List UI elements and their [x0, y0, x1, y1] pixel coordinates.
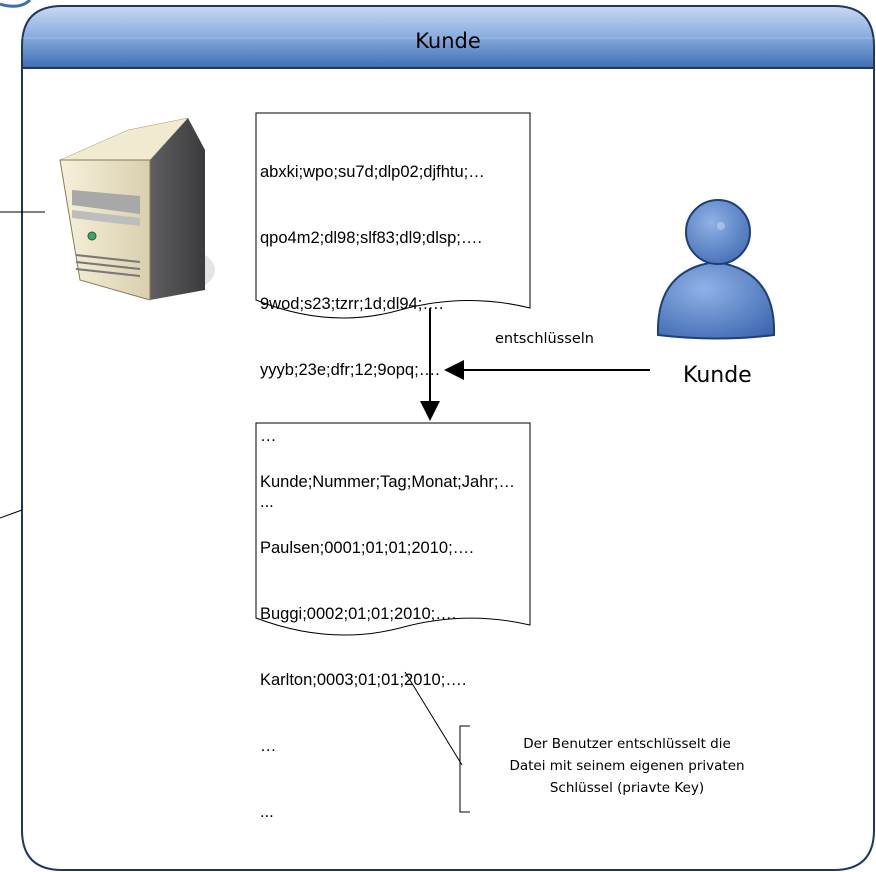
note-line: Der Benutzer entschlüsselt die [523, 736, 731, 752]
decrypted-line: ... [260, 803, 274, 821]
connector-line-bottom [0, 509, 23, 519]
decrypted-line: Buggi;0002;01;01;2010;…. [260, 605, 457, 623]
note-line: Datei mit seinem eigenen privaten [509, 758, 745, 774]
actor-label: Kunde [683, 363, 752, 388]
frame-header [21, 5, 875, 69]
decrypted-line: Kunde;Nummer;Tag;Monat;Jahr;… [260, 473, 515, 491]
encrypted-line: ... [260, 493, 274, 511]
encrypted-document-shape [255, 112, 531, 319]
frame-title: Kunde [415, 29, 481, 53]
encrypted-document-text: abxki;wpo;su7d;dlp02;djfhtu;… qpo4m2;dl9… [260, 117, 485, 535]
note-leader-line [404, 671, 463, 766]
decrypted-line: … [260, 737, 277, 755]
encrypted-line: … [260, 427, 277, 445]
decrypted-document-shape [255, 422, 531, 636]
encrypted-line: yyyb;23e;dfr;12;9opq;…. [260, 361, 440, 379]
decrypted-document-text: Kunde;Nummer;Tag;Monat;Jahr;… Paulsen;00… [260, 427, 515, 845]
decrypt-action-label: entschlüsseln [495, 331, 594, 347]
encrypted-line: qpo4m2;dl98;slf83;dl9;dlsp;…. [260, 229, 482, 247]
decrypted-line: Karlton;0003;01;01;2010;…. [260, 671, 467, 689]
encrypted-line: 9wod;s23;tzrr;1d;dl94;…. [260, 295, 444, 313]
decrypted-line: Paulsen;0001;01;01;2010;…. [260, 539, 474, 557]
corner-circle [0, 0, 32, 8]
server-icon [59, 117, 215, 301]
note-bracket [459, 725, 470, 813]
note-line: Schlüssel (priavte Key) [549, 780, 705, 796]
note-text: Der Benutzer entschlüsselt die Datei mit… [462, 733, 792, 799]
user-icon [656, 199, 776, 340]
encrypted-line: abxki;wpo;su7d;dlp02;djfhtu;… [260, 163, 485, 181]
